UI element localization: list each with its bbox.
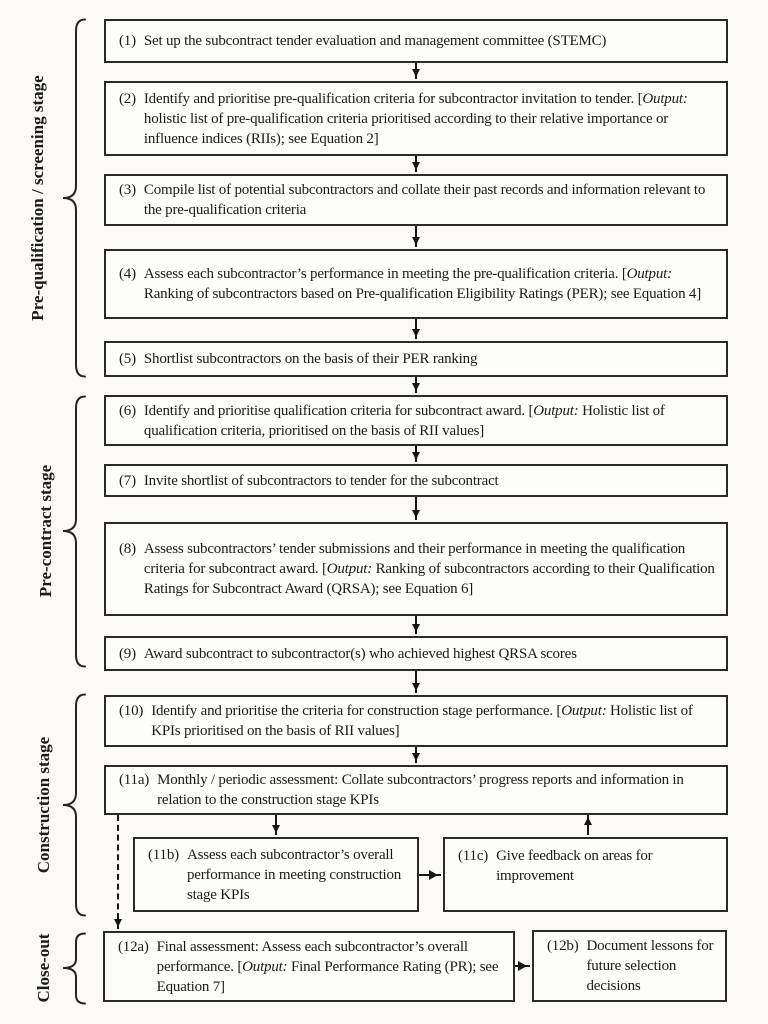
stage-label-construction: Construction stage (34, 736, 53, 874)
box-text: Monthly / periodic assessment: Collate s… (157, 772, 684, 808)
arrow-6-to-7 (412, 446, 420, 462)
box-text: Document lessons for future selection de… (586, 938, 714, 994)
box-number: (4) (119, 266, 136, 282)
flow-box-11b: (11b) Assess each subcontractor’s overall… (133, 837, 419, 912)
box-text: Assess each subcontractor’s performance … (143, 266, 702, 302)
box-number: (7) (119, 472, 136, 489)
stage-label-precontract: Pre-contract stage (36, 464, 55, 598)
stage-brace-precontract (62, 395, 86, 668)
stage-brace-construction (62, 693, 86, 917)
flow-box-7: (7) Invite shortlist of subcontractors to… (104, 464, 728, 497)
flow-box-11a: (11a) Monthly / periodic assessment: Coll… (104, 765, 728, 815)
box-number: (5) (119, 351, 136, 367)
box-text: Assess each subcontractor’s overall perf… (186, 846, 402, 903)
arrow-10-to-11a (412, 747, 420, 763)
arrow-12a-to-12b (515, 961, 530, 971)
box-number: (1) (119, 33, 136, 49)
flow-box-6: (6) Identify and prioritise qualification… (104, 395, 728, 446)
arrow-7-to-8 (412, 497, 420, 520)
arrow-4-to-5 (412, 319, 420, 339)
stage-brace-closeout (62, 932, 86, 1005)
arrow-3-to-4 (412, 226, 420, 247)
flow-box-12b: (12b) Document lessons for future selecti… (532, 930, 727, 1002)
dashed-arrow-11a-to-12a (114, 815, 122, 929)
box-text: Final assessment: Assess each subcontrac… (156, 938, 499, 995)
flow-box-12a: (12a) Final assessment: Assess each subco… (103, 931, 515, 1002)
flow-box-5: (5) Shortlist subcontractors on the basis… (104, 341, 728, 377)
box-text: Set up the subcontract tender evaluation… (143, 33, 607, 49)
box-text: Invite shortlist of subcontractors to te… (143, 472, 499, 489)
flow-box-8: (8) Assess subcontractors’ tender submiss… (104, 522, 728, 616)
box-text: Give feedback on areas for improvement (496, 848, 653, 884)
box-number: (11b) (148, 846, 179, 863)
box-number: (11a) (119, 772, 150, 788)
box-number: (6) (119, 402, 136, 419)
arrow-8-to-9 (412, 616, 420, 634)
stage-brace-prequalification (62, 18, 86, 378)
box-number: (10) (119, 703, 144, 719)
flow-box-10: (10) Identify and prioritise the criteria… (104, 695, 728, 747)
flow-box-11c: (11c) Give feedback on areas for improvem… (443, 837, 728, 912)
flow-box-2: (2) Identify and prioritise pre-qualifica… (104, 81, 728, 156)
flow-box-9: (9) Award subcontract to subcontractor(s)… (104, 636, 728, 671)
box-text: Assess subcontractors’ tender submission… (143, 541, 715, 597)
arrow-5-to-6 (412, 377, 420, 393)
arrow-9-to-10 (412, 671, 420, 693)
box-text: Compile list of potential subcontractors… (143, 182, 706, 218)
arrow-11a-to-11b (272, 815, 280, 835)
box-number: (8) (119, 541, 136, 557)
box-number: (12a) (118, 938, 149, 955)
arrow-1-to-2 (412, 63, 420, 79)
box-text: Award subcontract to subcontractor(s) wh… (143, 645, 577, 662)
stage-label-closeout: Close-out (34, 933, 53, 1003)
arrow-11c-to-11a (584, 815, 592, 835)
box-text: Identify and prioritise qualification cr… (143, 402, 665, 439)
flow-box-1: (1) Set up the subcontract tender evaluat… (104, 19, 728, 63)
box-text: Identify and prioritise the criteria for… (151, 703, 693, 739)
flow-box-3: (3) Compile list of potential subcontract… (104, 174, 728, 226)
flow-box-4: (4) Assess each subcontractor’s performan… (104, 249, 728, 319)
arrow-11b-to-11c (419, 870, 441, 880)
stage-label-prequalification: Pre-qualification / screening stage (28, 75, 47, 321)
box-number: (9) (119, 645, 136, 662)
box-number: (11c) (458, 848, 489, 864)
box-text: Identify and prioritise pre-qualificatio… (143, 90, 688, 147)
box-number: (3) (119, 182, 136, 198)
box-text: Shortlist subcontractors on the basis of… (143, 351, 478, 367)
arrow-2-to-3 (412, 156, 420, 172)
box-number: (2) (119, 90, 136, 107)
box-number: (12b) (547, 938, 579, 954)
